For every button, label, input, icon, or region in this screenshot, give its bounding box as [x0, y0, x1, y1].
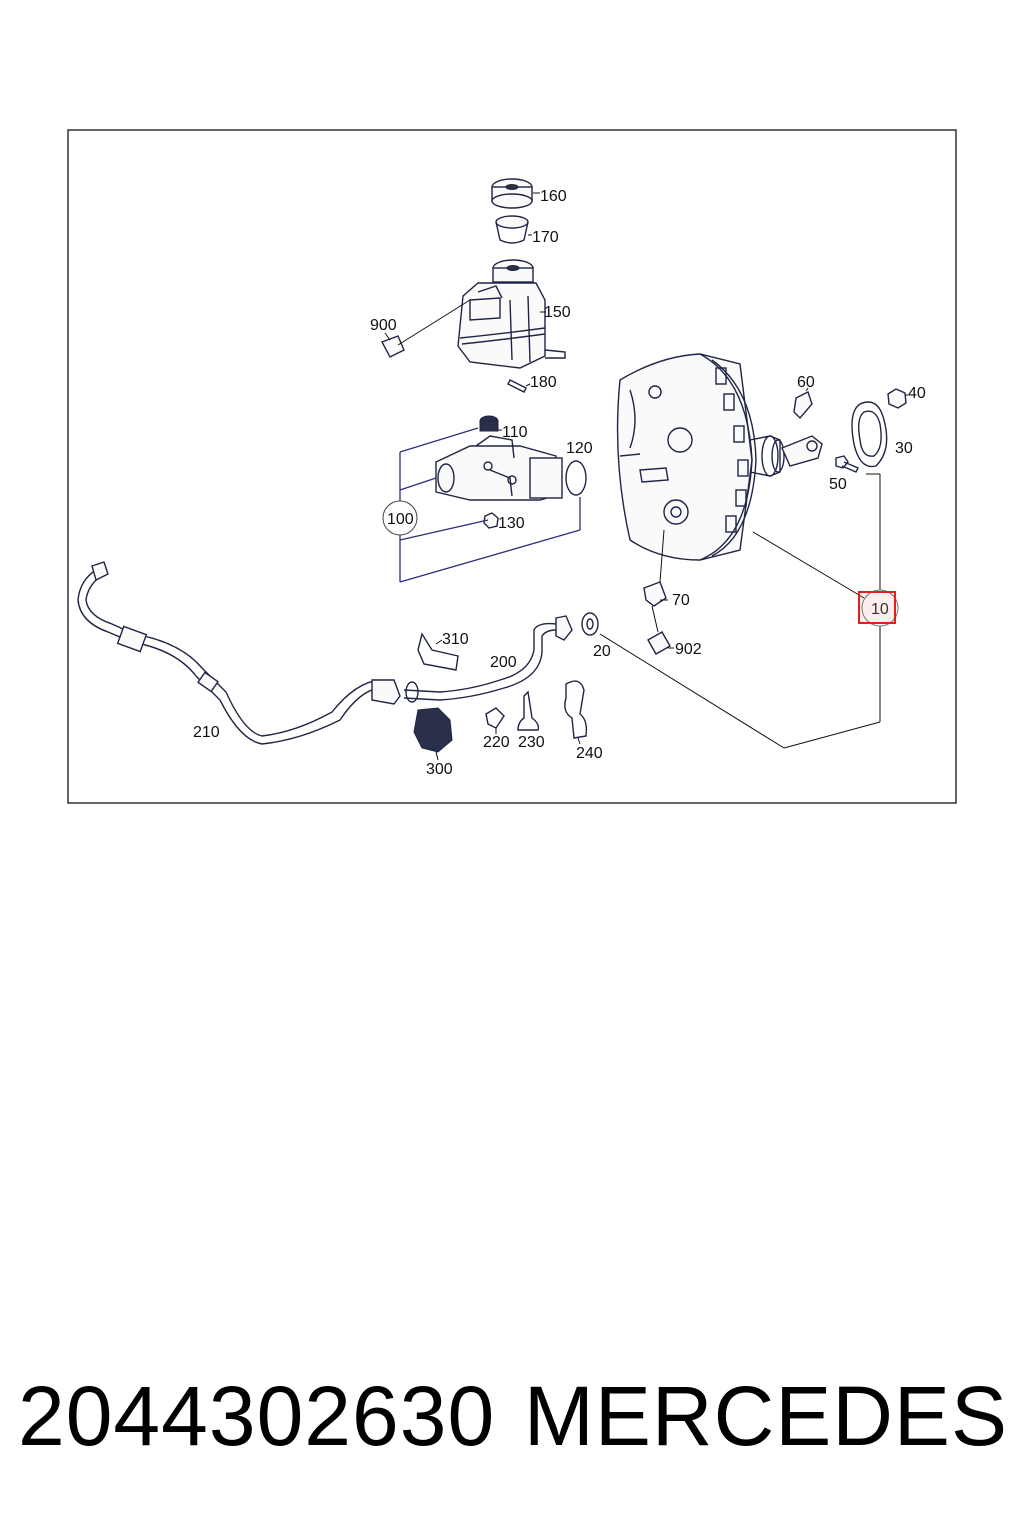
diagram-frame: [67, 129, 957, 804]
master-cylinder-part: [435, 435, 563, 501]
brand-name: MERCEDES: [523, 1369, 1008, 1463]
label-902-part: [647, 605, 674, 655]
gasket-part: [851, 401, 888, 468]
callout-210: 210: [193, 724, 220, 741]
callout-240: 240: [576, 745, 603, 762]
vacuum-hose-part: [77, 561, 401, 745]
callout-110: 110: [502, 424, 528, 441]
callout-902: 902: [675, 641, 702, 658]
vacuum-line-part: [403, 615, 573, 703]
nut-part: [483, 512, 499, 529]
callout-10: 10: [871, 601, 889, 618]
grommet-part: [479, 415, 502, 432]
o-ring-part: [565, 460, 587, 496]
callout-30: 30: [895, 440, 913, 457]
callout-200: 200: [490, 654, 517, 671]
clip-220-part: [485, 707, 505, 734]
callout-900: 900: [370, 317, 397, 334]
connector-300-part: [413, 707, 453, 761]
sensor-part: [643, 529, 668, 607]
grommet-20-part: [581, 612, 599, 636]
reservoir-part: [457, 259, 566, 369]
callout-50: 50: [829, 476, 847, 493]
clip-60-part: [793, 387, 813, 420]
pin-part: [507, 379, 531, 393]
callout-40: 40: [908, 385, 926, 402]
clip-230-part: [517, 690, 540, 731]
callout-150: 150: [544, 304, 571, 321]
callout-220: 220: [483, 734, 510, 751]
clip-240-part: [564, 680, 588, 745]
callout-10-circle: [861, 589, 899, 627]
reservoir-cap-part: [491, 178, 533, 209]
callout-130: 130: [498, 515, 525, 532]
callout-100-circle: [382, 500, 418, 536]
callout-20: 20: [593, 643, 611, 660]
callout-160: 160: [540, 188, 567, 205]
part-number: 2044302630: [18, 1369, 496, 1463]
nut-40-part: [887, 388, 908, 409]
callout-100: 100: [387, 511, 414, 528]
callout-230: 230: [518, 734, 545, 751]
callout-120: 120: [566, 440, 593, 457]
callout-310: 310: [442, 631, 469, 648]
callout-300: 300: [426, 761, 453, 778]
reservoir-filter-part: [495, 215, 532, 244]
label-900-part: [381, 299, 471, 358]
footer: 2044302630 MERCEDES: [18, 1368, 1008, 1468]
callout-70: 70: [672, 592, 690, 609]
bolt-part: [835, 455, 859, 473]
callout-170: 170: [532, 229, 559, 246]
clip-310-part: [417, 632, 459, 671]
brake-booster-part: [616, 353, 823, 561]
callout-10-highlight-box: [858, 591, 896, 624]
callout-180: 180: [530, 374, 557, 391]
callout-60: 60: [797, 374, 815, 391]
